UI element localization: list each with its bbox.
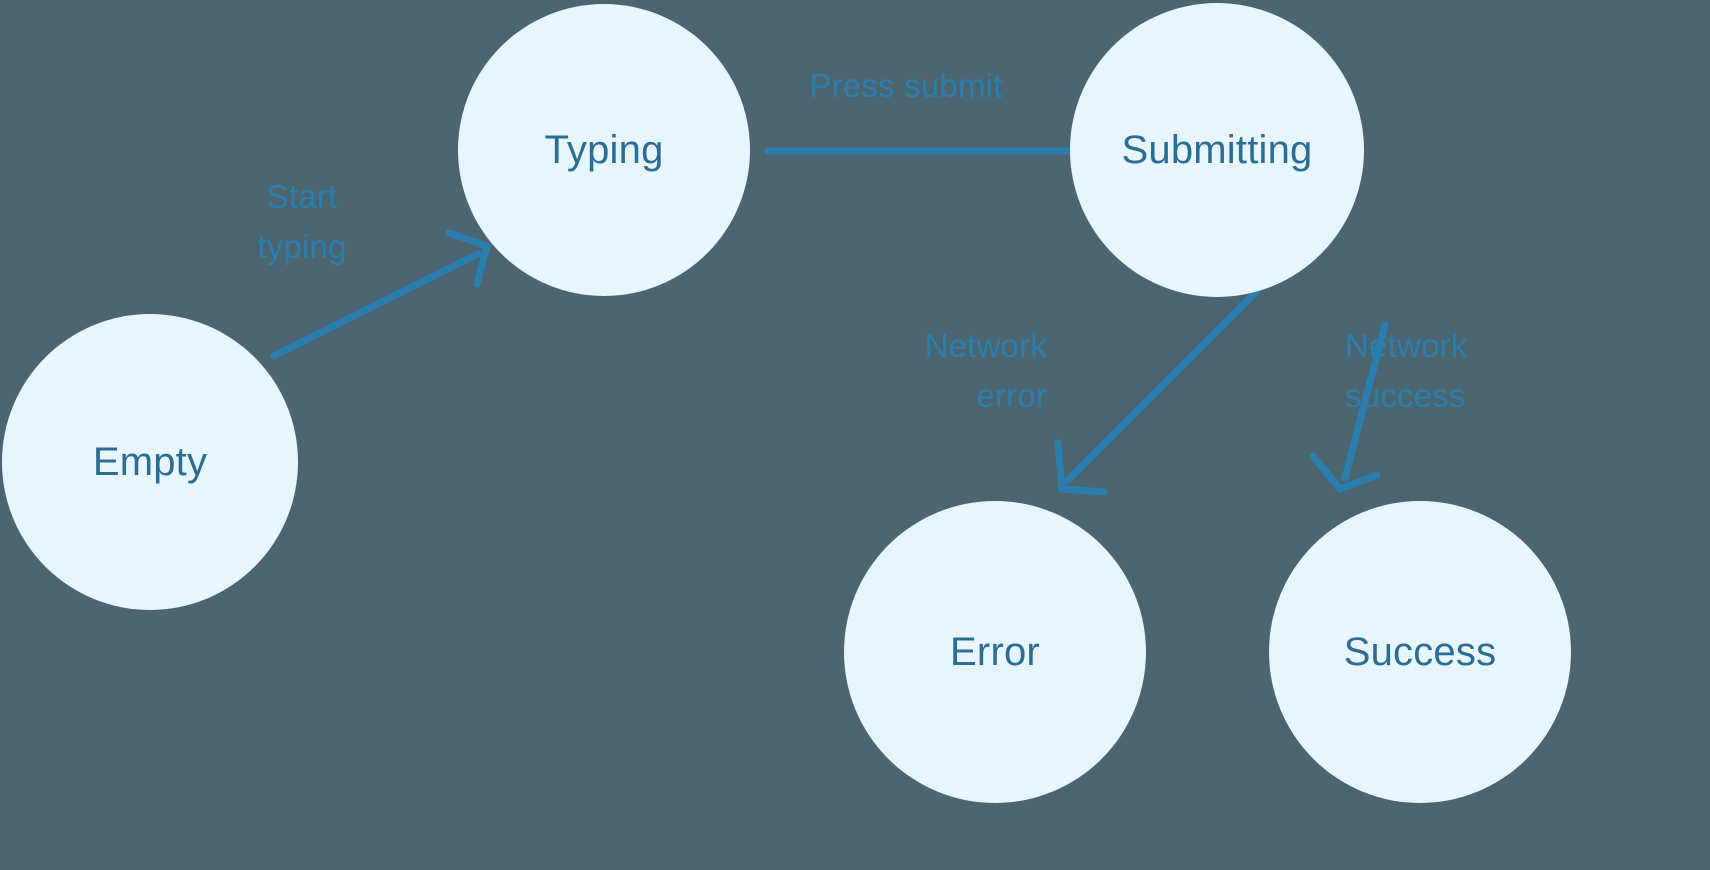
- arrowhead-icon: [445, 229, 491, 288]
- state-label-success: Success: [1343, 630, 1497, 674]
- edge-label-network-success: Network success: [1345, 327, 1468, 414]
- edge-label-network-error: Network error: [924, 327, 1047, 414]
- edge-submitting-to-success: [1309, 321, 1389, 493]
- state-label-empty: Empty: [92, 440, 208, 484]
- state-label-submitting: Submitting: [1121, 128, 1313, 172]
- edge-line: [270, 250, 482, 360]
- edge-submitting-to-error: [1054, 287, 1261, 496]
- state-node-submitting[interactable]: Submitting: [1070, 3, 1364, 297]
- edge-empty-to-typing: [270, 229, 491, 360]
- state-node-success[interactable]: Success: [1269, 501, 1571, 803]
- state-node-empty[interactable]: Empty: [2, 314, 298, 610]
- arrowhead-icon: [1309, 452, 1381, 493]
- state-node-error[interactable]: Error: [844, 501, 1146, 803]
- state-node-typing[interactable]: Typing: [458, 4, 750, 296]
- state-label-typing: Typing: [544, 128, 664, 172]
- edge-line: [1064, 287, 1261, 484]
- arrowhead-icon: [1054, 439, 1108, 496]
- state-label-error: Error: [950, 630, 1040, 674]
- edge-line: [1341, 321, 1389, 482]
- edge-label-start-typing: Start typing: [257, 178, 347, 265]
- edge-label-press-submit: Press submit: [809, 67, 1003, 104]
